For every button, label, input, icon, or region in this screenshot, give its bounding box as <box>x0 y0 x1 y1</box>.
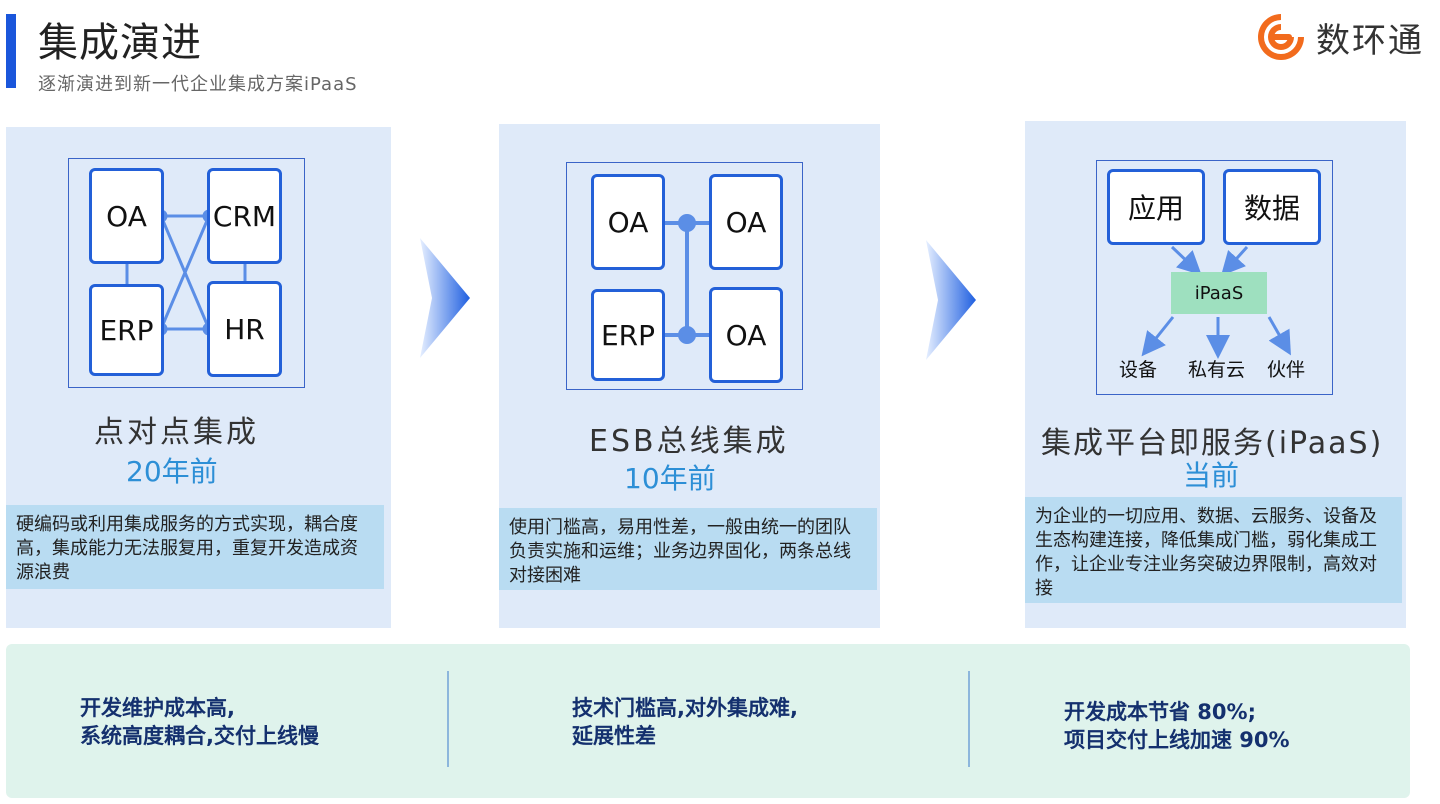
summary-point-to-point: 开发维护成本高, 系统高度耦合,交付上线慢 <box>80 694 319 750</box>
divider <box>968 671 970 767</box>
chevron-right-icon <box>420 238 470 358</box>
node-oa: OA <box>89 168 164 264</box>
stage-year: 20年前 <box>126 455 218 488</box>
stage-title: 集成平台即服务(iPaaS) <box>1041 426 1384 461</box>
logo-text: 数环通 <box>1316 20 1424 61</box>
summary-line: 技术门槛高,对外集成难, <box>572 696 798 720</box>
stage-panel-ipaas: 应用 数据 iPaaS 设备 私有云 伙伴 集成平台即服务(iPaaS) 当前 … <box>1025 121 1406 628</box>
stage-year: 当前 <box>1183 459 1240 492</box>
page-subtitle: 逐渐演进到新一代企业集成方案iPaaS <box>38 74 358 95</box>
summary-line: 开发成本节省 80%; <box>1064 700 1256 724</box>
chevron-right-icon <box>926 240 976 360</box>
stage-year: 10年前 <box>624 462 716 495</box>
logo-mark-icon <box>1258 14 1304 60</box>
summary-line: 开发维护成本高, <box>80 696 235 720</box>
node-erp: ERP <box>591 289 665 381</box>
stage-title: ESB总线集成 <box>589 424 789 459</box>
point-to-point-diagram: OA CRM ERP HR <box>68 158 305 388</box>
node-data: 数据 <box>1223 169 1321 245</box>
node-erp: ERP <box>89 284 164 376</box>
page-title: 集成演进 <box>38 20 202 66</box>
stage-description: 使用门槛高，易用性差，一般由统一的团队负责实施和运维；业务边界固化，两条总线对接… <box>499 508 877 590</box>
stage-description: 为企业的一切应用、数据、云服务、设备及生态构建连接，降低集成门槛，弱化集成工作，… <box>1025 497 1402 603</box>
summary-band: 开发维护成本高, 系统高度耦合,交付上线慢 技术门槛高,对外集成难, 延展性差 … <box>6 644 1410 798</box>
node-crm: CRM <box>207 168 282 264</box>
bus-lines <box>665 214 709 344</box>
target-device: 设备 <box>1119 359 1158 381</box>
summary-line: 系统高度耦合,交付上线慢 <box>80 724 319 748</box>
brand-logo: 数环通 <box>1254 10 1424 64</box>
stage-panel-esb: OA OA ERP OA ESB总线集成 10年前 使用门槛高，易用性差，一般由… <box>499 124 880 628</box>
stage-panel-point-to-point: OA CRM ERP HR 点对点集成 20年前 硬编码或利用集成服务的方式实现… <box>6 127 391 628</box>
esb-bus-diagram: OA OA ERP OA <box>566 162 803 390</box>
summary-line: 项目交付上线加速 90% <box>1064 728 1290 752</box>
flow-arrows <box>1141 245 1291 359</box>
node-oa-3: OA <box>709 287 783 383</box>
node-hr: HR <box>207 281 282 377</box>
summary-line: 延展性差 <box>572 724 656 748</box>
node-app: 应用 <box>1107 169 1205 245</box>
divider <box>447 671 449 767</box>
target-partner: 伙伴 <box>1267 359 1306 381</box>
target-private-cloud: 私有云 <box>1188 359 1246 381</box>
ipaas-hub: iPaaS <box>1171 272 1267 314</box>
node-oa-1: OA <box>591 174 665 270</box>
node-oa-2: OA <box>709 174 783 270</box>
summary-esb: 技术门槛高,对外集成难, 延展性差 <box>572 694 798 750</box>
ipaas-hub-diagram: 应用 数据 iPaaS 设备 私有云 伙伴 <box>1096 160 1333 395</box>
summary-ipaas: 开发成本节省 80%; 项目交付上线加速 90% <box>1064 698 1290 754</box>
stage-title: 点对点集成 <box>94 415 259 450</box>
stage-description: 硬编码或利用集成服务的方式实现，耦合度高，集成能力无法服复用，重复开发造成资源浪… <box>6 505 384 589</box>
title-accent-bar <box>6 14 16 88</box>
